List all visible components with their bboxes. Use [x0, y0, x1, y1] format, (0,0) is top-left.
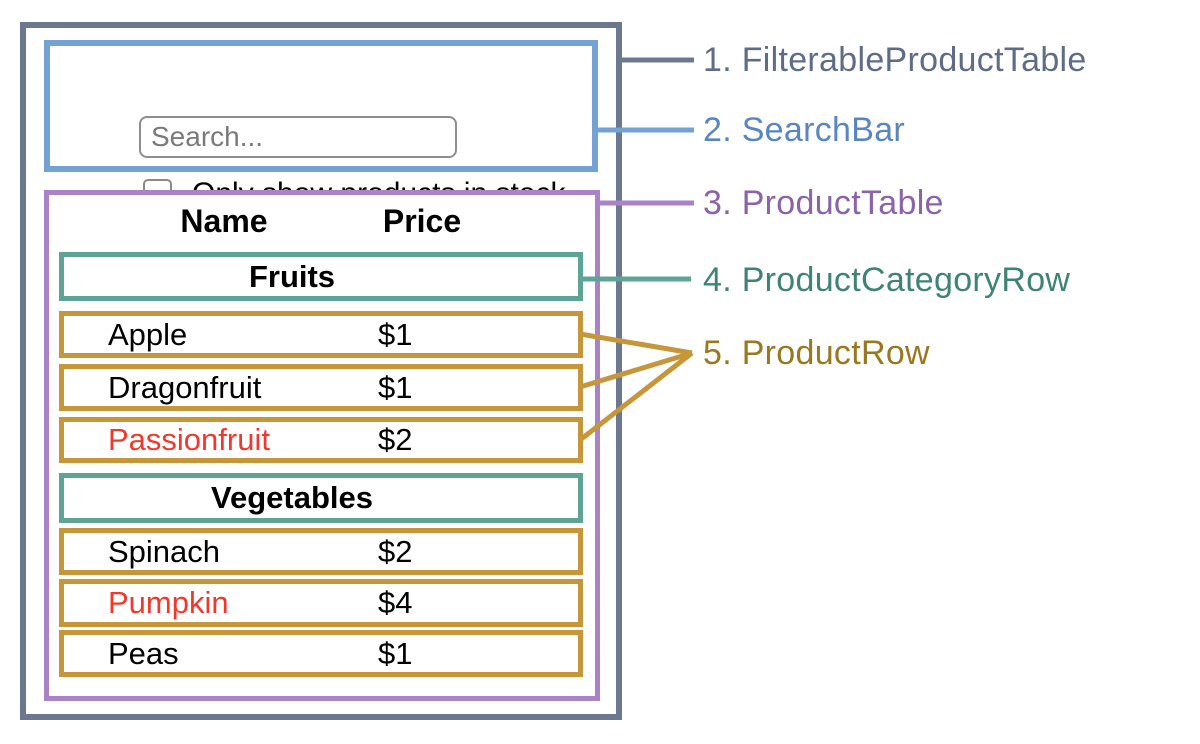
column-header-price: Price [382, 203, 462, 239]
product-name: Peas [108, 635, 179, 671]
category-label: Vegetables [211, 480, 373, 515]
legend-product-row: 5. ProductRow [703, 334, 930, 372]
product-price: $1 [378, 316, 413, 352]
category-label: Fruits [248, 258, 336, 294]
product-price: $4 [378, 585, 413, 620]
product-price: $1 [378, 635, 413, 671]
product-price: $2 [378, 533, 413, 569]
product-name: Spinach [108, 533, 221, 569]
legend-filterable-product-table: 1. FilterableProductTable [703, 41, 1087, 79]
product-name-out-of-stock: Passionfruit [108, 422, 270, 457]
search-bar-box: Only show products in stock [44, 40, 598, 209]
product-row-dragonfruit: Dragonfruit $1 [59, 364, 583, 411]
legend-product-table: 3. ProductTable [703, 184, 944, 222]
product-name-out-of-stock: Pumpkin [108, 585, 229, 620]
product-price: $2 [378, 422, 413, 457]
product-category-row-fruits: Fruits [59, 252, 583, 301]
product-row-passionfruit: Passionfruit $2 [59, 417, 583, 463]
product-name: Dragonfruit [108, 369, 262, 405]
product-name: Apple [108, 316, 188, 352]
product-row-pumpkin: Pumpkin $4 [59, 579, 583, 627]
product-row-peas: Peas $1 [59, 630, 583, 677]
product-category-row-vegetables: Vegetables [59, 473, 583, 523]
legend-search-bar: 2. SearchBar [703, 111, 906, 149]
legend-product-category-row: 4. ProductCategoryRow [703, 261, 1071, 299]
column-header-name: Name [180, 203, 268, 239]
product-row-apple: Apple $1 [59, 311, 583, 358]
search-input[interactable] [139, 116, 457, 158]
product-row-spinach: Spinach $2 [59, 528, 583, 575]
product-price: $1 [378, 369, 413, 405]
